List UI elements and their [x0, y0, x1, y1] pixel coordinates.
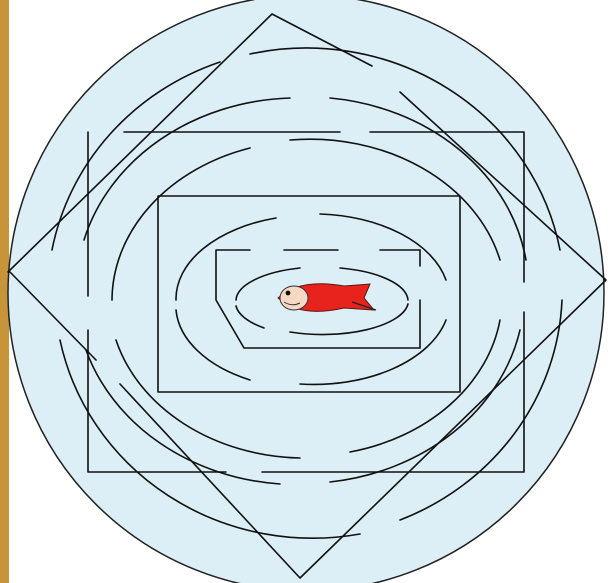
fish-icon [278, 284, 376, 312]
